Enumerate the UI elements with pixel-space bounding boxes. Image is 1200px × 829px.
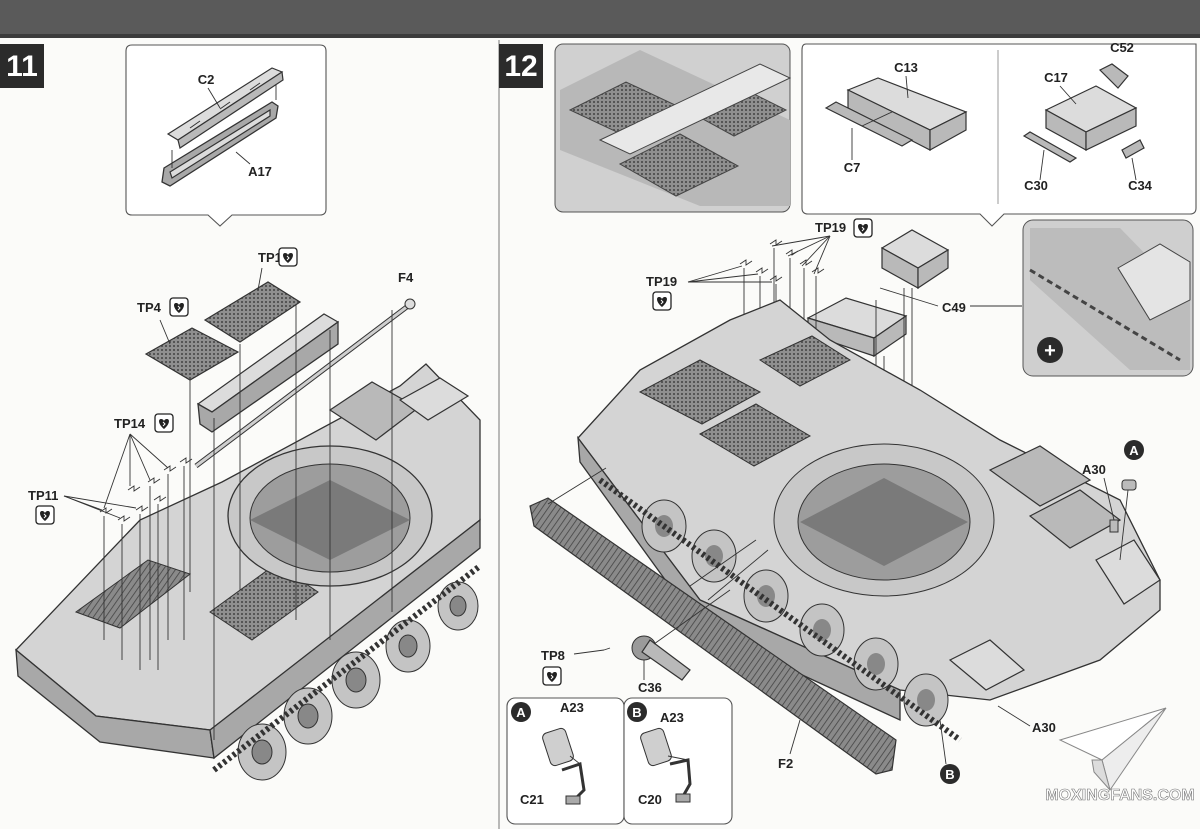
- label-tp4: TP4: [137, 300, 162, 315]
- label-c20: C20: [638, 792, 662, 807]
- subassembly-box-b: B: [623, 697, 733, 825]
- part-tp19-brackets: [739, 239, 825, 282]
- label-tp14: TP14: [114, 416, 146, 431]
- plus-icon: [1037, 337, 1063, 363]
- step-11: 11 C2 A17 TP1 TP4: [0, 44, 482, 781]
- assembly-leaders-step11: [189, 304, 393, 740]
- label-a17: A17: [248, 164, 272, 179]
- step-12-badge: [499, 44, 543, 88]
- part-c7: [824, 101, 914, 147]
- assembly-c13-c7: [806, 297, 908, 358]
- label-f4: F4: [398, 270, 414, 285]
- part-c52: [1098, 63, 1129, 89]
- label-tp11: TP11: [28, 488, 58, 503]
- label-c17: C17: [1044, 70, 1068, 85]
- glue-icon: [542, 666, 562, 686]
- part-tp14-brackets: [127, 457, 193, 502]
- part-tp11-brackets: [99, 505, 149, 522]
- callout-box-step12: [801, 43, 1197, 227]
- label-tp8: TP8: [541, 648, 565, 663]
- glue-icon: [278, 247, 298, 267]
- glue-icon: [169, 297, 189, 317]
- label-tp19-top: TP19: [815, 220, 846, 235]
- svg-text:+: +: [1044, 340, 1056, 362]
- paper-plane-icon: [1058, 707, 1167, 792]
- label-tp1: TP1: [258, 250, 282, 265]
- part-f4: [195, 304, 409, 468]
- svg-text:A: A: [516, 705, 526, 720]
- watermark-text: MOXINGFANS.COM: [1045, 787, 1194, 804]
- label-a30-lower: A30: [1032, 720, 1056, 735]
- road-wheels: [212, 563, 482, 781]
- label-a30-upper: A30: [1082, 462, 1106, 477]
- tank-hull-step12: [577, 299, 1161, 743]
- part-c2: [166, 67, 284, 149]
- label-c13: C13: [894, 60, 918, 75]
- marker-b-lower: [940, 764, 960, 784]
- part-c13: [846, 77, 968, 152]
- road-wheels-step12: [598, 477, 962, 743]
- header-bar: [0, 0, 1200, 38]
- photo-detail-rear: [1022, 219, 1194, 377]
- part-c36: [631, 635, 691, 681]
- label-f2: F2: [778, 756, 793, 771]
- step-12-number: 12: [504, 50, 537, 83]
- svg-text:B: B: [945, 767, 954, 782]
- marker-a-upper: [1124, 440, 1144, 460]
- part-a17: [161, 101, 279, 187]
- part-tp8: [603, 647, 611, 651]
- part-c17: [1044, 85, 1138, 152]
- label-c49: C49: [942, 300, 966, 315]
- part-f2: [529, 497, 897, 775]
- glue-icon: [652, 291, 672, 311]
- part-c34: [1121, 139, 1145, 159]
- photo-detail-deck: [554, 43, 792, 213]
- label-c36: C36: [638, 680, 662, 695]
- glue-icon: [853, 218, 873, 238]
- label-a23-b: A23: [660, 710, 684, 725]
- label-c7: C7: [844, 160, 861, 175]
- part-tp4: [144, 327, 240, 381]
- part-c49: [880, 229, 950, 290]
- svg-text:A: A: [1129, 443, 1139, 458]
- label-c21: C21: [520, 792, 544, 807]
- step-11-badge: [0, 44, 44, 88]
- subassembly-box-a: A: [506, 697, 625, 825]
- assembly-c2-a17: [196, 313, 340, 433]
- part-a30-upper: [1109, 479, 1137, 533]
- label-a23-a: A23: [560, 700, 584, 715]
- f4-end: [404, 298, 416, 310]
- part-tp1: [203, 281, 302, 343]
- step-11-number: 11: [6, 50, 38, 83]
- part-c30: [1022, 131, 1078, 163]
- svg-text:B: B: [632, 705, 641, 720]
- label-c34: C34: [1128, 178, 1153, 193]
- label-tp19-left: TP19: [646, 274, 677, 289]
- label-c52: C52: [1110, 40, 1134, 55]
- bracket-leaders: [103, 466, 185, 670]
- step-12: 12 C13 C7 C52: [499, 40, 1197, 825]
- glue-icon: [35, 505, 55, 525]
- label-c2: C2: [198, 72, 215, 87]
- glue-icon: [154, 413, 174, 433]
- label-c30: C30: [1024, 178, 1048, 193]
